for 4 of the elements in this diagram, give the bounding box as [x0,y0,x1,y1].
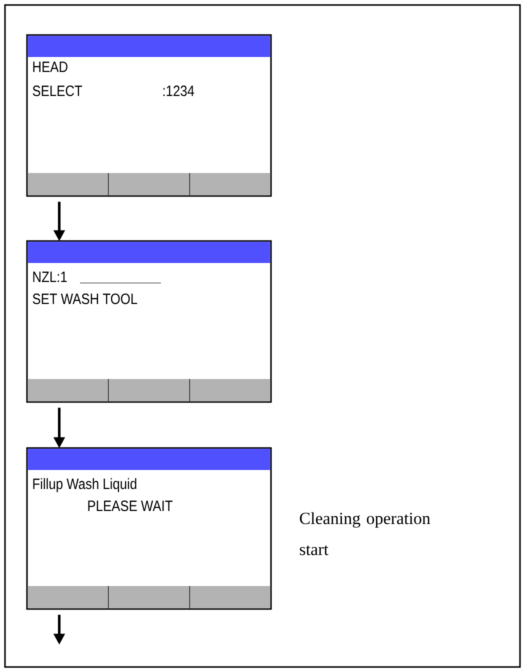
screen-box: NZL:1 SET WASH TOOL [26,240,272,403]
screen-box: HEAD SELECT :1234 [26,34,272,197]
screen-box: Fillup Wash Liquid PLEASE WAIT [26,447,272,610]
side-note: Cleaning operation start [300,512,430,556]
